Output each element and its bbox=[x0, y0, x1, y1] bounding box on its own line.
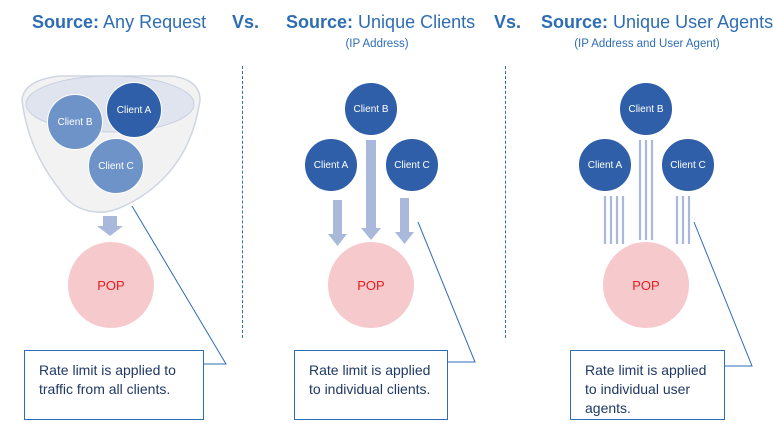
panel1-pop-label: POP bbox=[97, 277, 125, 293]
panel3-subtitle: (IP Address and User Agent) bbox=[574, 38, 720, 50]
panel3-client-c-label: Client C bbox=[670, 159, 706, 171]
panel2-source-label: Source: bbox=[286, 12, 354, 32]
panel2-client-a: Client A bbox=[304, 138, 358, 192]
panel1-note: Rate limit is applied to traffic from al… bbox=[24, 350, 204, 420]
divider-1 bbox=[242, 66, 243, 338]
panel2-arrows bbox=[328, 140, 414, 246]
panel1-title: Source: Any Request bbox=[32, 12, 206, 33]
panel2-client-c-label: Client C bbox=[394, 159, 430, 171]
divider-2 bbox=[505, 66, 506, 338]
panel2-note: Rate limit is applied to individual clie… bbox=[294, 350, 448, 420]
panel2-title: Source: Unique Clients bbox=[286, 12, 475, 33]
panel2-client-c: Client C bbox=[385, 138, 439, 192]
panel3-client-b-label: Client B bbox=[628, 103, 664, 115]
panel3-lines bbox=[603, 140, 691, 244]
panel3-pop: POP bbox=[603, 242, 689, 328]
panel3-client-a: Client A bbox=[578, 138, 632, 192]
panel3-client-c: Client C bbox=[661, 138, 715, 192]
panel1-client-b: Client B bbox=[47, 94, 103, 150]
panel2-client-a-label: Client A bbox=[313, 159, 349, 171]
panel2-pop: POP bbox=[328, 242, 414, 328]
panel3-client-a-label: Client A bbox=[587, 159, 623, 171]
panel2-pop-label: POP bbox=[357, 277, 385, 293]
panel3-source-value: Unique User Agents bbox=[613, 12, 774, 32]
funnel-arrow bbox=[97, 216, 123, 236]
panel3-client-b: Client B bbox=[619, 82, 673, 136]
vs-label-2: Vs. bbox=[494, 12, 522, 32]
panel1-source-label: Source: bbox=[32, 12, 100, 32]
panel1-client-a-label: Client A bbox=[116, 104, 152, 116]
panel2-subtitle: (IP Address) bbox=[345, 38, 409, 50]
panel3-pop-label: POP bbox=[632, 277, 660, 293]
panel3-title: Source: Unique User Agents bbox=[541, 12, 773, 33]
callout-pointers bbox=[131, 205, 753, 367]
panel1-client-b-label: Client B bbox=[57, 116, 93, 128]
panel2-client-b-label: Client B bbox=[353, 103, 389, 115]
panel3-note: Rate limit is applied to individual user… bbox=[570, 350, 725, 420]
panel1-source-value: Any Request bbox=[103, 12, 207, 32]
panel1-pop: POP bbox=[68, 242, 154, 328]
vs-label-1: Vs. bbox=[232, 12, 260, 32]
panel1-client-c-label: Client C bbox=[98, 160, 134, 172]
panel3-source-label: Source: bbox=[541, 12, 609, 32]
panel1-client-c: Client C bbox=[88, 138, 144, 194]
panel1-client-a: Client A bbox=[106, 82, 162, 138]
panel2-client-b: Client B bbox=[344, 82, 398, 136]
panel2-source-value: Unique Clients bbox=[358, 12, 476, 32]
